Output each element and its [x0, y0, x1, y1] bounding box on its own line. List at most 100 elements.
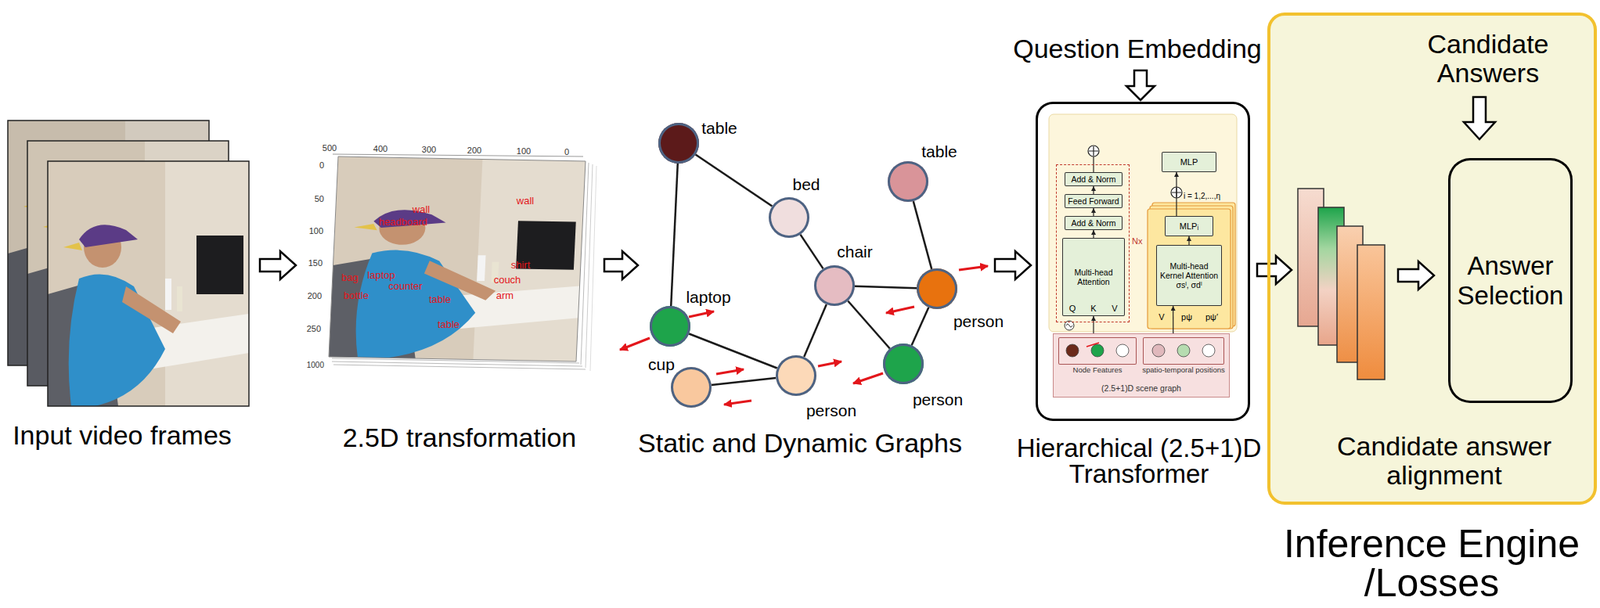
axis-tick: 250	[306, 324, 321, 334]
object-tag: couch	[493, 274, 522, 286]
node-text: Candidate Answers	[1409, 29, 1567, 89]
motion-arrow	[619, 338, 650, 350]
feature-bar	[1357, 245, 1385, 380]
node-text: spatio-temporal positions	[1135, 366, 1233, 375]
video-frame	[47, 161, 249, 407]
node-text: Feed Forward	[1067, 196, 1119, 206]
node-text: laptop	[685, 288, 731, 307]
block-arrow	[259, 251, 296, 280]
axis-tick: 0	[564, 147, 570, 157]
connector	[913, 201, 932, 270]
node-text: table	[921, 142, 958, 161]
node-text: table	[701, 118, 738, 137]
transformer-block: Multi-head Kernel Attentionσsˡ, σdˡ	[1156, 245, 1222, 307]
axis-tick: 100	[516, 146, 531, 156]
transformer-internals	[1048, 114, 1237, 398]
graph-node: chair	[814, 265, 855, 307]
connector	[711, 378, 776, 386]
connector	[1092, 316, 1094, 334]
transformer-block: Add & Norm	[1064, 172, 1123, 187]
node-text: cup	[648, 355, 675, 374]
graph-node: cup	[670, 367, 712, 408]
image-outline	[328, 156, 586, 362]
port-label: V	[1111, 303, 1118, 314]
block-arrow	[1126, 70, 1155, 101]
block-arrow	[604, 251, 638, 280]
object-tag: wall	[412, 204, 430, 216]
axis-tick: 50	[314, 194, 325, 204]
connector	[1092, 186, 1094, 195]
axis-line	[332, 154, 584, 157]
node-text: (2.5+1)D scene graph	[1052, 384, 1230, 394]
node-text: Hierarchical (2.5+1)D Transformer	[1009, 435, 1269, 487]
connector	[1092, 230, 1094, 238]
node-text: Add & Norm	[1070, 218, 1116, 228]
transformer-block: MLPᵢ	[1164, 216, 1214, 237]
connector	[1172, 306, 1174, 334]
object-tag: arm	[496, 290, 514, 302]
answer-selection-box: Answer Selection	[1448, 158, 1573, 404]
connector	[688, 333, 778, 368]
graph-node: person	[882, 343, 924, 385]
kernel-stack	[1147, 209, 1231, 329]
block-arrow	[1398, 261, 1435, 290]
motion-arrow	[688, 311, 714, 318]
port-label: pψ	[1181, 312, 1193, 322]
motion-arrow	[716, 369, 744, 375]
axis-tick: 200	[307, 291, 322, 301]
graph-node: laptop	[649, 306, 691, 347]
port-label: V	[1158, 312, 1164, 322]
position-box: spatio-temporal positions	[1142, 337, 1225, 365]
node-text: Multi-head Kernel Attention	[1157, 261, 1221, 281]
object-tag: laptop	[367, 270, 395, 282]
motion-arrow	[1086, 342, 1100, 347]
axis-tick: 400	[373, 144, 388, 154]
connector	[1175, 172, 1177, 217]
connector	[670, 163, 678, 307]
stage-label: Static and Dynamic Graphs	[637, 428, 963, 458]
stage-arrows	[1257, 97, 1496, 290]
position-node	[1202, 344, 1215, 357]
connector	[1092, 208, 1094, 217]
block-arrow	[1257, 255, 1292, 285]
node-text: Nx	[1131, 236, 1151, 246]
node-text: Multi-head Attention	[1063, 267, 1124, 287]
input-label: Question Embedding	[1012, 34, 1262, 64]
frame-photo	[47, 161, 249, 407]
panel-fill	[1268, 14, 1596, 504]
node-text: Node Features	[1050, 366, 1145, 375]
connector	[803, 304, 827, 357]
graph-node: person	[775, 355, 817, 397]
layer-edge	[590, 165, 597, 372]
warped-image	[328, 154, 597, 372]
axis-tick: 300	[421, 144, 437, 155]
node-text: person	[806, 401, 857, 420]
connector	[854, 286, 917, 289]
node-text: bed	[792, 175, 820, 194]
position-node	[1152, 344, 1165, 357]
node-text: MLPᵢ	[1179, 221, 1199, 232]
object-tag: wall	[516, 195, 534, 207]
port-label: K	[1090, 303, 1096, 314]
warped-photo	[328, 156, 586, 362]
block-panel	[1048, 114, 1237, 332]
graph-node: table	[887, 161, 929, 202]
stage-label: 2.5D transformation	[342, 423, 577, 453]
graph-node: bed	[768, 197, 810, 238]
object-tag: bottle	[343, 290, 369, 302]
node-text: person	[912, 390, 963, 409]
feature-node	[1091, 344, 1104, 357]
axis-tick: 150	[308, 258, 323, 268]
axis-tick: 0	[319, 160, 325, 170]
node-text: Add & Norm	[1070, 174, 1116, 184]
transformer-block: Add & Norm	[1064, 216, 1123, 231]
object-tag: headboard	[378, 216, 428, 228]
index-note: i = 1,2,...,η	[1183, 191, 1221, 201]
feature-box: Node Features	[1058, 337, 1137, 365]
transformer-block: Feed Forward	[1064, 194, 1123, 209]
axis-tick: 200	[467, 145, 482, 155]
sum-symbol	[1088, 145, 1100, 157]
